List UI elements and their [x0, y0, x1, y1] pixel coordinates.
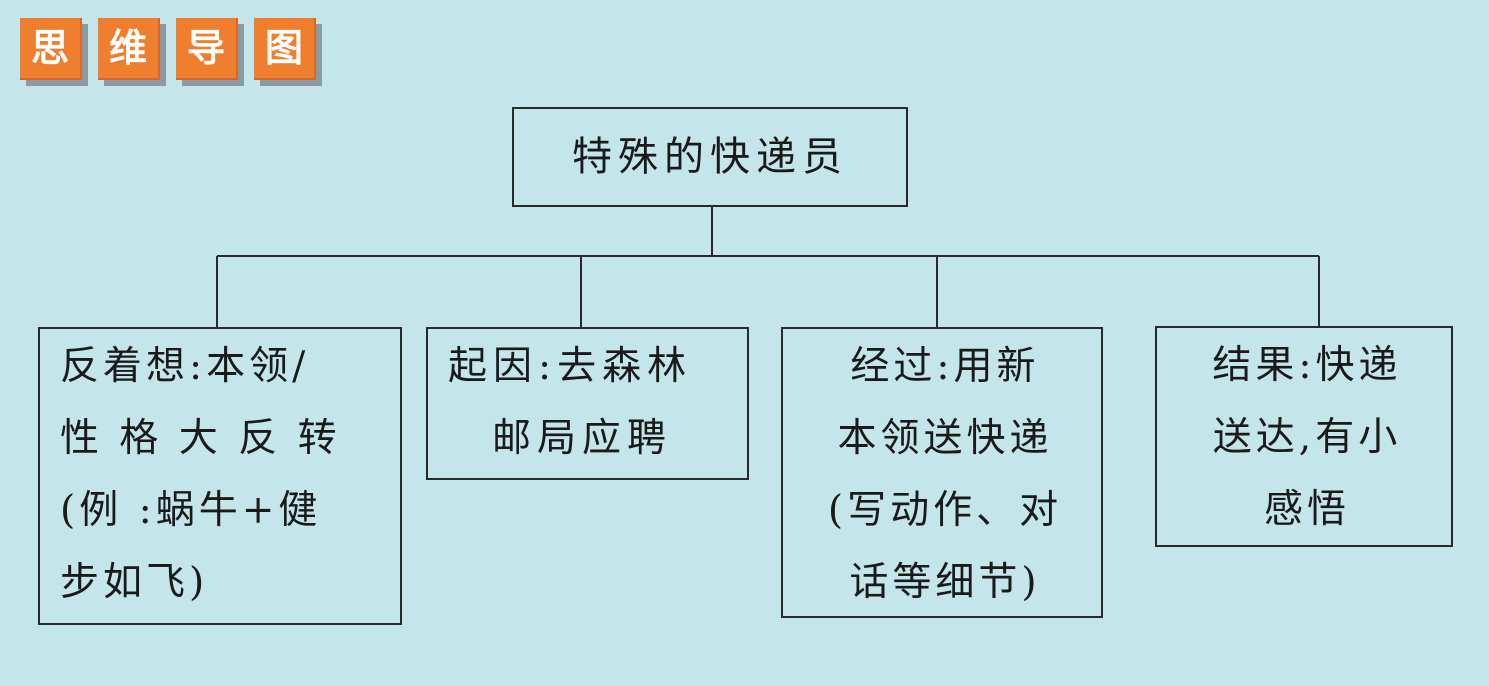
badge-char: 图	[254, 18, 316, 80]
node-text-line: 本领送快递	[837, 416, 1053, 461]
node-text-line: 结果:快递	[1212, 343, 1402, 388]
branch-node-cause: 起因:去森林 邮局应聘	[426, 327, 749, 480]
badge-char: 导	[176, 18, 238, 80]
node-text-line: (写动作、对	[827, 488, 1063, 533]
node-text-line: 性 格 大 反 转	[60, 416, 341, 461]
node-text-line: 经过:用新	[850, 344, 1040, 389]
node-text-line: 感悟	[1263, 487, 1350, 532]
node-text-line: 步如飞)	[60, 560, 209, 605]
node-text-line: (例 :蜗牛+健	[60, 488, 322, 533]
node-text-line: 反着想:本领/	[60, 344, 310, 389]
branch-node-reverse-thinking: 反着想:本领/ 性 格 大 反 转 (例 :蜗牛+健 步如飞)	[38, 327, 402, 625]
badge-char: 维	[98, 18, 160, 80]
branch-node-process: 经过:用新 本领送快递 (写动作、对 话等细节)	[781, 327, 1103, 618]
node-text-line: 送达,有小	[1212, 415, 1402, 460]
node-text-line: 话等细节)	[849, 560, 1041, 605]
node-text-line: 起因:去森林	[448, 344, 693, 389]
branch-node-result: 结果:快递 送达,有小 感悟	[1155, 326, 1453, 547]
node-text-line: 邮局应聘	[492, 416, 673, 461]
mind-map-badge-row: 思 维 导 图	[20, 18, 330, 88]
root-node: 特殊的快递员	[512, 107, 908, 207]
badge-char: 思	[20, 18, 82, 80]
